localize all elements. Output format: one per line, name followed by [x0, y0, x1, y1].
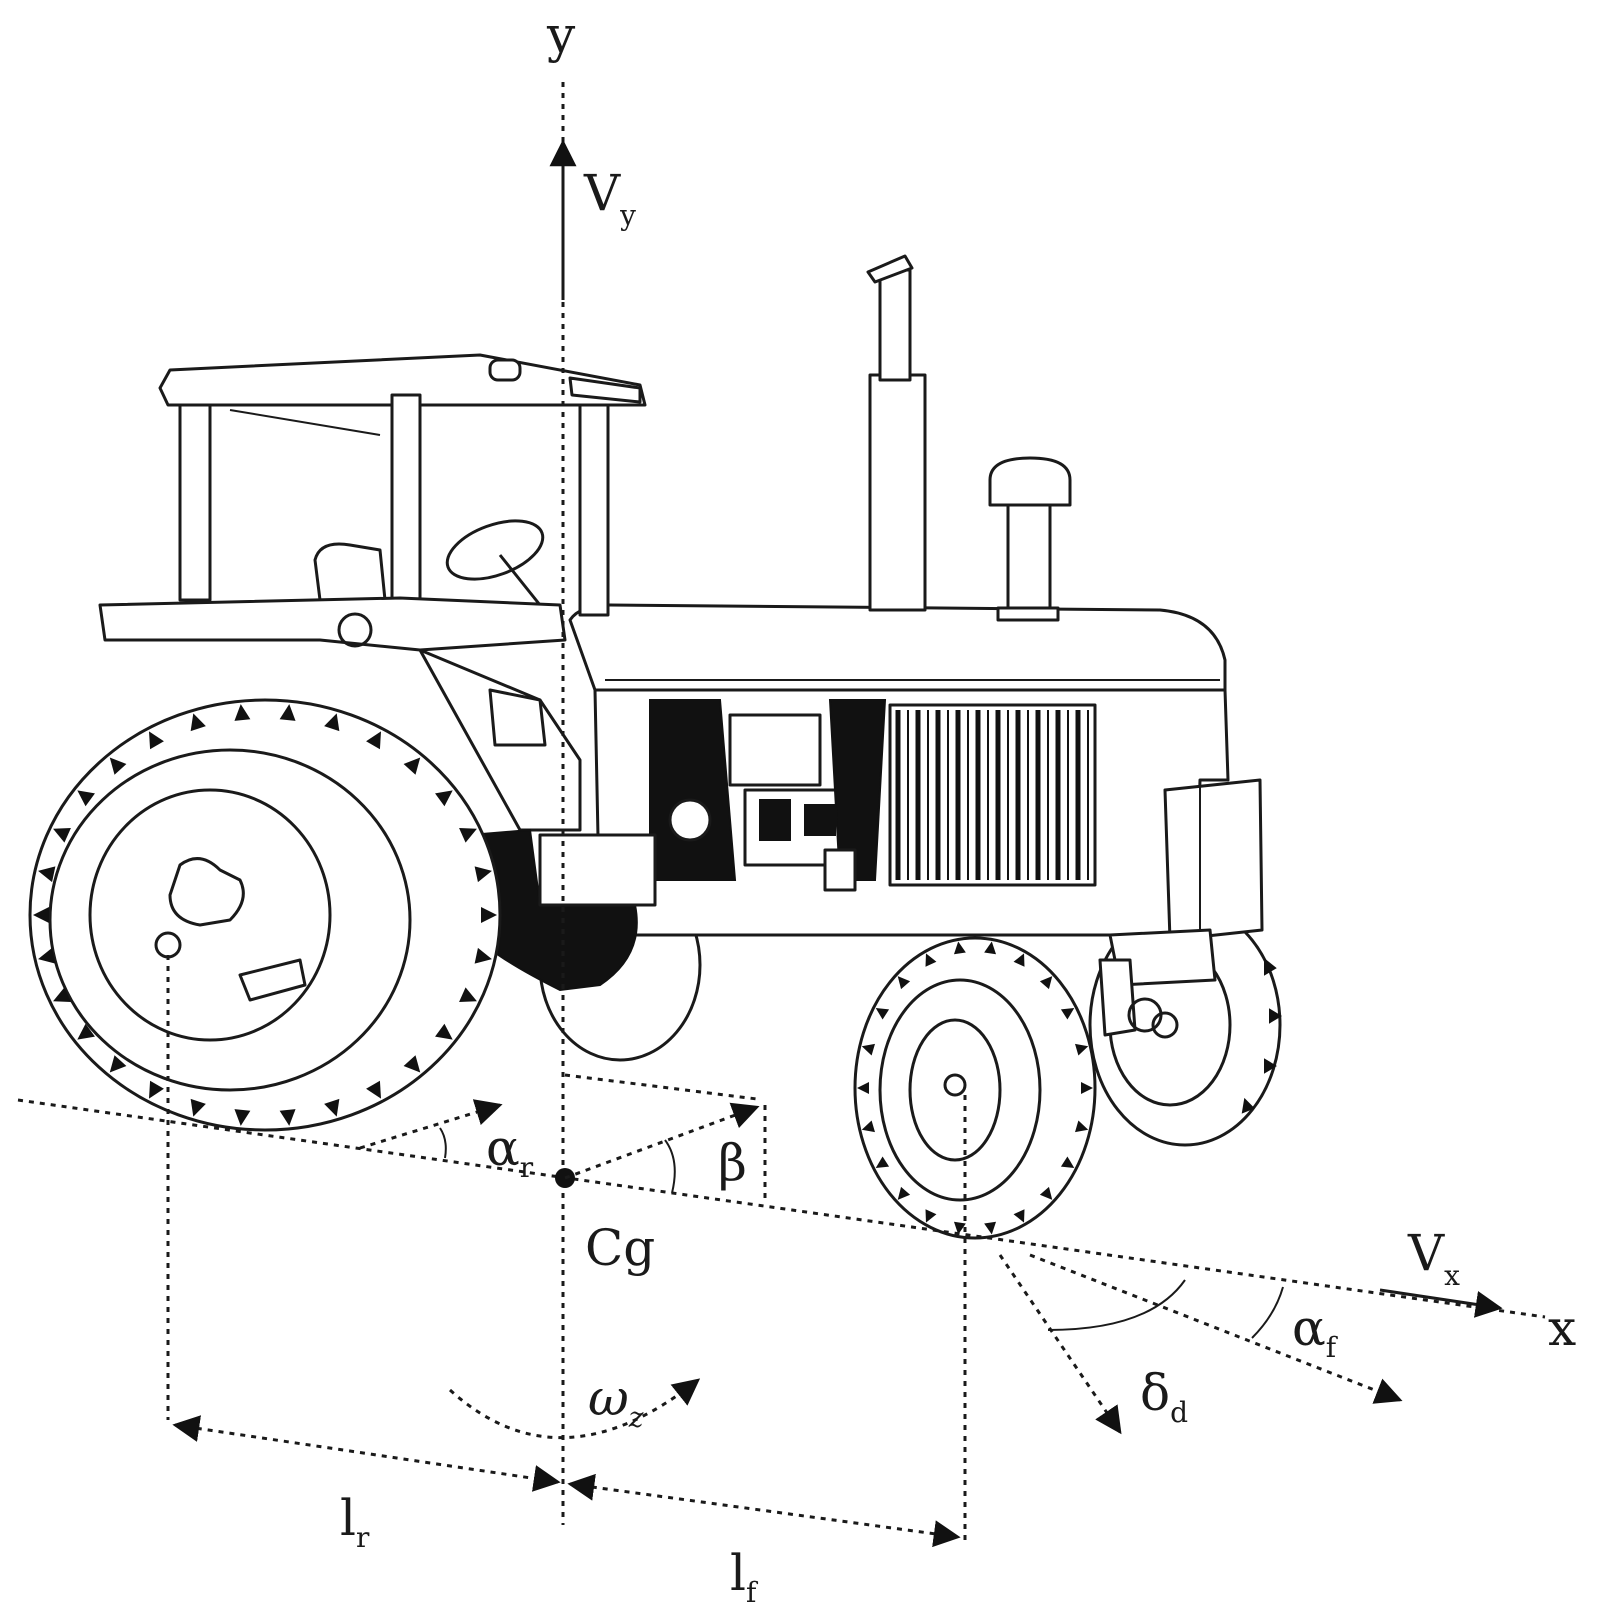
steering-wheel — [445, 519, 545, 606]
tire-lug — [875, 1156, 890, 1169]
tire-lug — [481, 907, 497, 923]
tire-lug — [1075, 1120, 1089, 1133]
tire-lug — [1039, 976, 1053, 990]
cg-label: Cg — [585, 1219, 655, 1277]
tire-lug — [861, 1043, 875, 1056]
beta-label: β — [718, 1134, 747, 1192]
tire-lug — [474, 947, 492, 964]
tire-lug — [33, 907, 49, 923]
cab-canopy — [158, 353, 647, 617]
engine — [649, 699, 887, 892]
tire-lug — [77, 790, 95, 807]
exhaust-stack — [866, 254, 927, 612]
tire-lug — [897, 976, 911, 990]
tire-lug — [109, 757, 127, 775]
tire-lug — [234, 704, 251, 721]
tire-lug — [234, 1109, 251, 1126]
y-axis-label: y — [546, 6, 576, 64]
seat — [313, 542, 387, 602]
tire-lug — [190, 1098, 206, 1117]
tire-lug — [324, 713, 340, 732]
grille — [888, 703, 1097, 887]
tire-lug — [459, 827, 477, 843]
tire-lug — [366, 731, 381, 750]
x-axis-line — [17, 1098, 1546, 1319]
labels: y x Vy Vx Cg β αr αf δd ωz lr lf — [340, 6, 1576, 1609]
tire-lug — [953, 1221, 966, 1235]
tire-lug — [1060, 1156, 1075, 1169]
tire-lug — [109, 1055, 127, 1073]
tire-lug — [984, 941, 997, 955]
tire-lug — [279, 1109, 296, 1126]
tractor-icon — [28, 254, 1282, 1240]
delta-d-label: δd — [1140, 1364, 1188, 1429]
tire-lug — [53, 987, 71, 1003]
velocity-vector — [564, 1102, 760, 1180]
tire-lug — [403, 1055, 421, 1073]
front-wheel-heading — [998, 1254, 1122, 1435]
alpha-r-arc — [439, 1127, 447, 1159]
tire-lug — [403, 757, 421, 775]
tire-lug — [279, 704, 296, 721]
delta-d-arc — [1047, 1279, 1186, 1331]
tire-lug — [1081, 1082, 1093, 1094]
tire-lug — [857, 1082, 869, 1094]
tire-lug — [984, 1221, 997, 1235]
tire-lug — [1013, 953, 1025, 967]
tire-lug — [366, 1080, 381, 1099]
alpha-r-label: αr — [486, 1119, 534, 1184]
tire-lug — [459, 987, 477, 1003]
tire-lug — [38, 866, 56, 883]
x-axis-label: x — [1548, 1299, 1576, 1357]
alpha-f-label: αf — [1292, 1299, 1339, 1364]
axes-overlay — [17, 82, 1546, 1548]
lr-dimension — [172, 1415, 561, 1492]
rear-near-wheel — [28, 698, 502, 1132]
tire-lug — [1075, 1043, 1089, 1056]
tire-lug — [1039, 1186, 1053, 1200]
tire-lug — [149, 731, 164, 750]
tire-lug — [897, 1186, 911, 1200]
front-axle — [1098, 958, 1163, 1037]
tire-lug — [875, 1007, 890, 1020]
vx-arrow — [1379, 1288, 1503, 1318]
vy-label: Vy — [583, 164, 636, 232]
omega-z-label: ωz — [588, 1369, 644, 1434]
tire-lug — [1013, 1209, 1025, 1223]
tire-lug — [861, 1120, 875, 1133]
tire-lug — [38, 947, 56, 964]
lf-label: lf — [730, 1544, 759, 1609]
omega-z-arc — [448, 1378, 701, 1439]
front-near-wheel — [853, 936, 1097, 1240]
tire-lug — [435, 790, 453, 807]
tire-lug — [190, 713, 206, 732]
tire-lug — [925, 1209, 937, 1223]
beta-angle-arc — [664, 1139, 676, 1194]
beta-construction-h — [564, 1073, 758, 1101]
tire-lug — [77, 1023, 95, 1040]
vx-label: Vx — [1407, 1224, 1460, 1292]
tire-lug — [1060, 1007, 1075, 1020]
lr-label: lr — [340, 1489, 370, 1554]
transmission — [468, 828, 657, 992]
alpha-f-arc — [1251, 1286, 1284, 1339]
front-velocity-vector — [1029, 1253, 1403, 1404]
tire-lug — [324, 1098, 340, 1117]
tire-lug — [474, 866, 492, 883]
rear-velocity-vector — [359, 1099, 503, 1150]
rear-fender — [98, 596, 582, 832]
air-intake — [988, 456, 1072, 622]
tire-lug — [53, 827, 71, 843]
lf-dimension — [567, 1473, 961, 1548]
tire-lug — [149, 1080, 164, 1099]
tire-lug — [953, 941, 966, 955]
tire-lug — [435, 1023, 453, 1040]
tire-lug — [925, 953, 937, 967]
